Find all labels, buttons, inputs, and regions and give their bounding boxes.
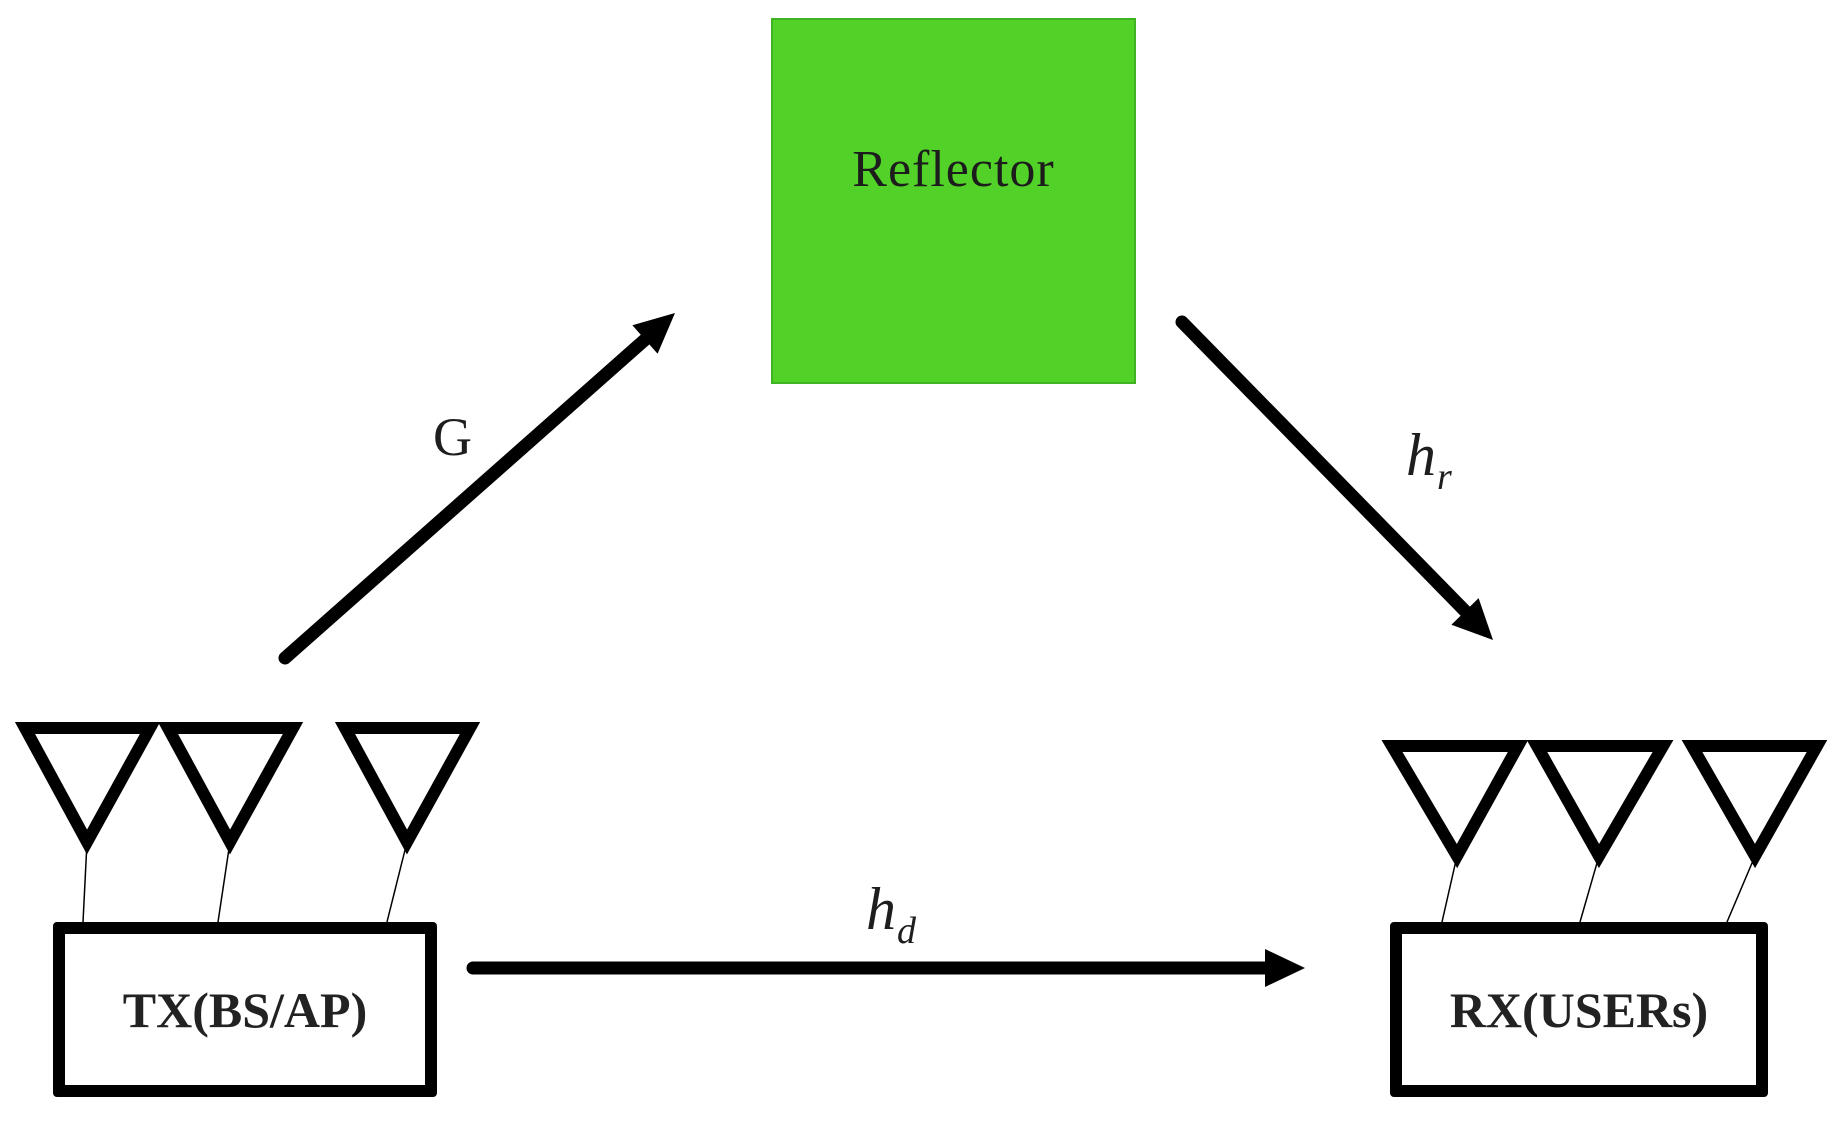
tx-to-rx-arrow xyxy=(466,949,1305,987)
reflector-label: Reflector xyxy=(852,141,1055,198)
g-channel-label: G xyxy=(433,407,472,467)
rx-antenna-3-feedline xyxy=(1726,855,1756,923)
hr-arrow-shaft xyxy=(1175,315,1475,621)
hr-arrowhead-icon xyxy=(1451,598,1493,640)
tx-antenna-1-feedline xyxy=(82,841,88,923)
tx-node: TX(BS/AP) xyxy=(53,922,437,1097)
tx-to-reflector-arrow xyxy=(278,313,675,665)
tx-antenna-3-icon xyxy=(334,722,481,855)
tx-antenna-2-icon xyxy=(157,722,304,855)
rx-antenna-1-icon xyxy=(1381,740,1529,869)
hr-channel-subscript: r xyxy=(1437,456,1452,498)
rx-antenna-2-feedline xyxy=(1579,855,1600,923)
g-arrow-shaft xyxy=(278,330,655,665)
rx-label: RX(USERs) xyxy=(1449,981,1709,1038)
tx-antenna-1-icon xyxy=(14,722,161,855)
rx-antenna-1-feedline xyxy=(1441,855,1458,923)
rx-antenna-3-icon xyxy=(1681,740,1828,869)
hd-channel-subscript: d xyxy=(897,910,916,952)
reflector-panel xyxy=(771,18,1136,384)
hr-channel-label: hr xyxy=(1406,425,1452,496)
rx-antenna-array xyxy=(1381,740,1828,923)
hd-arrowhead-icon xyxy=(1265,949,1305,987)
tx-label: TX(BS/AP) xyxy=(122,981,368,1038)
hr-channel-symbol: h xyxy=(1406,422,1436,488)
tx-antenna-3-feedline xyxy=(386,841,408,923)
hd-channel-label: hd xyxy=(866,879,916,950)
tx-antenna-2-feedline xyxy=(217,841,231,923)
tx-antenna-array xyxy=(14,722,481,923)
g-arrowhead-icon xyxy=(632,313,675,354)
reflector-to-rx-arrow xyxy=(1175,315,1493,640)
hd-channel-symbol: h xyxy=(866,876,896,942)
rx-antenna-2-icon xyxy=(1526,740,1674,869)
rx-node: RX(USERs) xyxy=(1390,922,1768,1097)
